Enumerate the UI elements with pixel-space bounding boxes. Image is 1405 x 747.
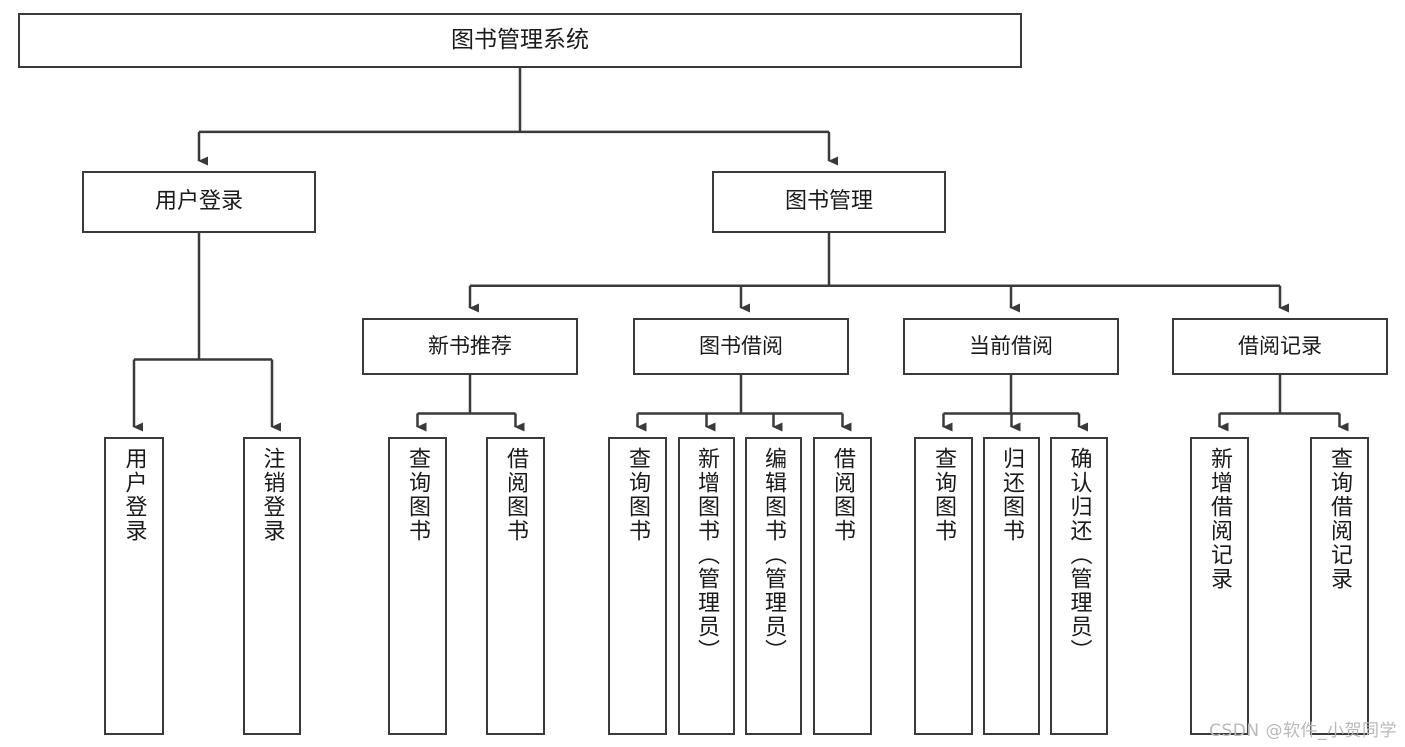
node-label: 新增图书（管理员）: [694, 447, 720, 663]
node-label: 图书管理: [784, 189, 873, 215]
node-leaf-borrow-book-2[interactable]: 借阅图书: [813, 437, 872, 735]
node-leaf-logout[interactable]: 注销登录: [243, 437, 301, 735]
node-root[interactable]: 图书管理系统: [18, 13, 1022, 68]
node-book-borrow[interactable]: 图书借阅: [633, 318, 849, 375]
node-leaf-query-book-2[interactable]: 查询图书: [608, 437, 667, 735]
node-new-book-recommend[interactable]: 新书推荐: [362, 318, 578, 375]
node-label: 确认归还（管理员）: [1066, 447, 1092, 663]
watermark-text: CSDN @软件_小贺同学: [1209, 721, 1397, 741]
node-current-borrow[interactable]: 当前借阅: [903, 318, 1119, 375]
node-label: 查询图书: [405, 447, 431, 543]
node-label: 归还图书: [999, 447, 1025, 543]
node-leaf-confirm-return[interactable]: 确认归还（管理员）: [1050, 437, 1108, 735]
node-leaf-edit-book[interactable]: 编辑图书（管理员）: [745, 437, 802, 735]
node-label: 新书推荐: [428, 334, 512, 359]
node-leaf-user-login[interactable]: 用户登录: [104, 437, 164, 735]
node-label: 用户登录: [154, 189, 243, 215]
node-leaf-query-book-1[interactable]: 查询图书: [388, 437, 447, 735]
node-label: 图书借阅: [699, 334, 783, 359]
node-label: 查询图书: [931, 447, 957, 543]
node-leaf-return-book[interactable]: 归还图书: [983, 437, 1040, 735]
node-label: 借阅记录: [1238, 334, 1322, 359]
node-label: 注销登录: [259, 447, 285, 543]
node-label: 借阅图书: [830, 447, 856, 543]
node-label: 当前借阅: [969, 334, 1053, 359]
node-leaf-borrow-book-1[interactable]: 借阅图书: [486, 437, 545, 735]
node-label: 借阅图书: [503, 447, 529, 543]
node-borrow-record[interactable]: 借阅记录: [1172, 318, 1388, 375]
node-leaf-add-borrow-rec[interactable]: 新增借阅记录: [1190, 437, 1249, 735]
node-label: 查询图书: [625, 447, 651, 543]
node-label: 编辑图书（管理员）: [761, 447, 787, 663]
node-label: 用户登录: [121, 447, 147, 543]
node-leaf-query-book-3[interactable]: 查询图书: [914, 437, 973, 735]
node-leaf-query-borrow-rec[interactable]: 查询借阅记录: [1310, 437, 1369, 735]
node-leaf-add-book[interactable]: 新增图书（管理员）: [678, 437, 735, 735]
node-label: 查询借阅记录: [1327, 447, 1353, 591]
node-label: 图书管理系统: [451, 26, 589, 53]
node-book-manage[interactable]: 图书管理: [712, 171, 946, 233]
node-label: 新增借阅记录: [1207, 447, 1233, 591]
node-user-login[interactable]: 用户登录: [82, 171, 316, 233]
